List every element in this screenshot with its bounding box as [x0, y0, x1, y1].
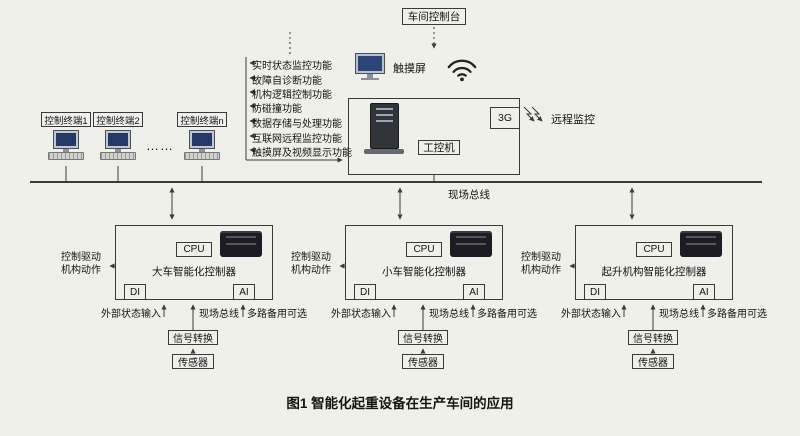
- signal-converter-box: 信号转换: [398, 330, 448, 345]
- controller-name: 大车智能化控制器: [152, 266, 236, 278]
- di-box: DI: [124, 284, 146, 300]
- drive-output-label: 控制驱动 机构动作: [283, 251, 339, 277]
- workstation-icon: [100, 130, 136, 166]
- function-item: 故障自诊断功能: [252, 76, 322, 87]
- terminals-ellipsis: ……: [146, 138, 174, 153]
- cpu-box: CPU: [176, 242, 212, 257]
- terminal-label: 控制终端2: [93, 112, 143, 127]
- external-input-label: 外部状态输入: [561, 309, 621, 320]
- controller-box: CPU 小车智能化控制器 DI AI: [345, 225, 503, 300]
- plc-device-icon: [220, 231, 262, 257]
- plc-device-icon: [450, 231, 492, 257]
- 3g-module-box: 3G: [490, 107, 520, 129]
- drive-line1: 控制驱动: [61, 252, 101, 263]
- controller-box: CPU 大车智能化控制器 DI AI: [115, 225, 273, 300]
- workstation-icon: [184, 130, 220, 166]
- external-input-label: 外部状态输入: [331, 309, 391, 320]
- workshop-console-label: 车间控制台: [402, 8, 466, 25]
- controller-name: 起升机构智能化控制器: [601, 266, 707, 278]
- cpu-box: CPU: [406, 242, 442, 257]
- function-item: 实时状态监控功能: [252, 61, 332, 72]
- ai-box: AI: [693, 284, 715, 300]
- function-item: 触摸屏及视频显示功能: [252, 148, 352, 159]
- ai-box: AI: [463, 284, 485, 300]
- backup-channels-label: 多路备用可选: [477, 309, 537, 320]
- industrial-pc-panel: [348, 98, 520, 175]
- drive-line1: 控制驱动: [521, 252, 561, 263]
- external-input-label: 外部状态输入: [101, 309, 161, 320]
- field-bus-label: 现场总线: [448, 189, 490, 201]
- figure-caption: 图1 智能化起重设备在生产车间的应用: [286, 396, 514, 411]
- di-box: DI: [584, 284, 606, 300]
- remote-monitoring-label: 远程监控: [551, 114, 595, 126]
- function-item: 防碰撞功能: [252, 104, 302, 115]
- touchscreen-label: 触摸屏: [393, 63, 426, 75]
- cpu-box: CPU: [636, 242, 672, 257]
- touchscreen-monitor-icon: [355, 53, 385, 83]
- drive-line2: 机构动作: [291, 265, 331, 276]
- terminal-label: 控制终端1: [41, 112, 91, 127]
- drive-line2: 机构动作: [521, 265, 561, 276]
- fieldbus-input-label: 现场总线: [429, 309, 469, 320]
- function-item: 机构逻辑控制功能: [252, 90, 332, 101]
- drive-line2: 机构动作: [61, 265, 101, 276]
- terminal-label: 控制终端n: [177, 112, 227, 127]
- tower-pc-icon: [364, 103, 404, 155]
- backup-channels-label: 多路备用可选: [247, 309, 307, 320]
- workstation-icon: [48, 130, 84, 166]
- drive-output-label: 控制驱动 机构动作: [513, 251, 569, 277]
- function-item: 数据存储与处理功能: [252, 119, 342, 130]
- wifi-icon: [445, 55, 479, 88]
- drive-output-label: 控制驱动 机构动作: [53, 251, 109, 277]
- sensor-box: 传感器: [402, 354, 444, 369]
- signal-converter-box: 信号转换: [168, 330, 218, 345]
- industrial-pc-label: 工控机: [418, 140, 460, 155]
- fieldbus-input-label: 现场总线: [659, 309, 699, 320]
- ai-box: AI: [233, 284, 255, 300]
- drive-line1: 控制驱动: [291, 252, 331, 263]
- controller-box: CPU 起升机构智能化控制器 DI AI: [575, 225, 733, 300]
- function-item: 互联网远程监控功能: [252, 134, 342, 145]
- backup-channels-label: 多路备用可选: [707, 309, 767, 320]
- plc-device-icon: [680, 231, 722, 257]
- sensor-box: 传感器: [172, 354, 214, 369]
- di-box: DI: [354, 284, 376, 300]
- controller-name: 小车智能化控制器: [382, 266, 466, 278]
- signal-converter-box: 信号转换: [628, 330, 678, 345]
- fieldbus-input-label: 现场总线: [199, 309, 239, 320]
- sensor-box: 传感器: [632, 354, 674, 369]
